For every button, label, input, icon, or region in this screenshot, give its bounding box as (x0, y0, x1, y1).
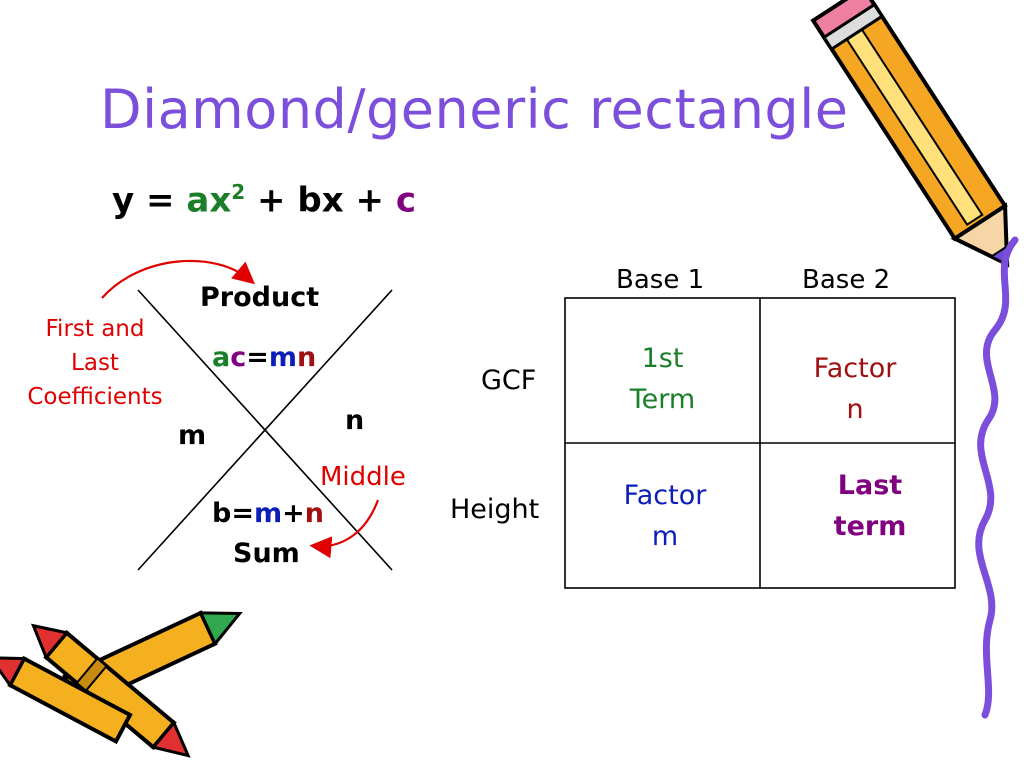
cell-last-term: Last term (775, 465, 965, 547)
product-a: a (212, 342, 231, 373)
squiggle-border (975, 236, 1019, 719)
eq-plus-2: + (355, 180, 384, 221)
cell-2-line-2: n (846, 394, 864, 425)
cell-1-line-1: 1st (641, 343, 684, 374)
eq-bx: bx (297, 180, 344, 221)
eq-exponent: 2 (231, 180, 246, 204)
product-m: m (268, 342, 298, 373)
eq-c: c (395, 180, 416, 221)
slide-title: Diamond/generic rectangle (100, 78, 849, 141)
sum-equation: b=m+n (212, 498, 324, 529)
product-eq-sign: = (246, 342, 269, 373)
left-value-m: m (178, 420, 207, 451)
first-last-note: First and Last Coefficients (6, 312, 184, 414)
sum-plus: + (282, 498, 305, 529)
eq-equals: = (146, 180, 175, 221)
cell-4-line-2: term (833, 511, 907, 542)
arrow-top (101, 259, 256, 299)
sum-n: n (304, 498, 324, 529)
eq-y: y (112, 180, 135, 221)
sum-eq-sign: = (231, 498, 254, 529)
cell-3-line-2: m (651, 521, 679, 552)
sum-label: Sum (233, 538, 300, 569)
cell-factor-m: Factor m (565, 475, 765, 557)
cell-2-line-1: Factor (813, 353, 897, 384)
note-line-3: Coefficients (27, 384, 163, 410)
eq-x: x (209, 180, 232, 221)
cell-1-line-2: Term (629, 384, 696, 415)
diamond-line-2 (137, 289, 393, 571)
note-line-2: Last (71, 350, 119, 376)
product-c: c (230, 342, 247, 373)
cell-4-line-1: Last (837, 470, 903, 501)
product-label: Product (200, 282, 320, 313)
cell-factor-n: Factor n (760, 348, 950, 430)
col-header-base-1: Base 1 (616, 265, 705, 295)
product-equation: ac=mn (212, 342, 316, 373)
col-header-base-2: Base 2 (802, 265, 891, 295)
row-header-gcf: GCF (481, 365, 537, 396)
arrow-bottom (309, 499, 380, 559)
middle-note: Middle (320, 462, 406, 492)
right-value-n: n (345, 405, 365, 436)
sum-m: m (253, 498, 283, 529)
product-n: n (297, 342, 317, 373)
cell-1st-term: 1st Term (565, 338, 760, 420)
eq-a: a (186, 180, 210, 221)
eq-plus-1: + (257, 180, 286, 221)
note-line-1: First and (45, 316, 145, 342)
sum-b: b (212, 498, 232, 529)
cell-3-line-1: Factor (623, 480, 707, 511)
quadratic-equation: y = ax2 + bx + c (112, 180, 416, 220)
row-header-height: Height (450, 494, 540, 525)
